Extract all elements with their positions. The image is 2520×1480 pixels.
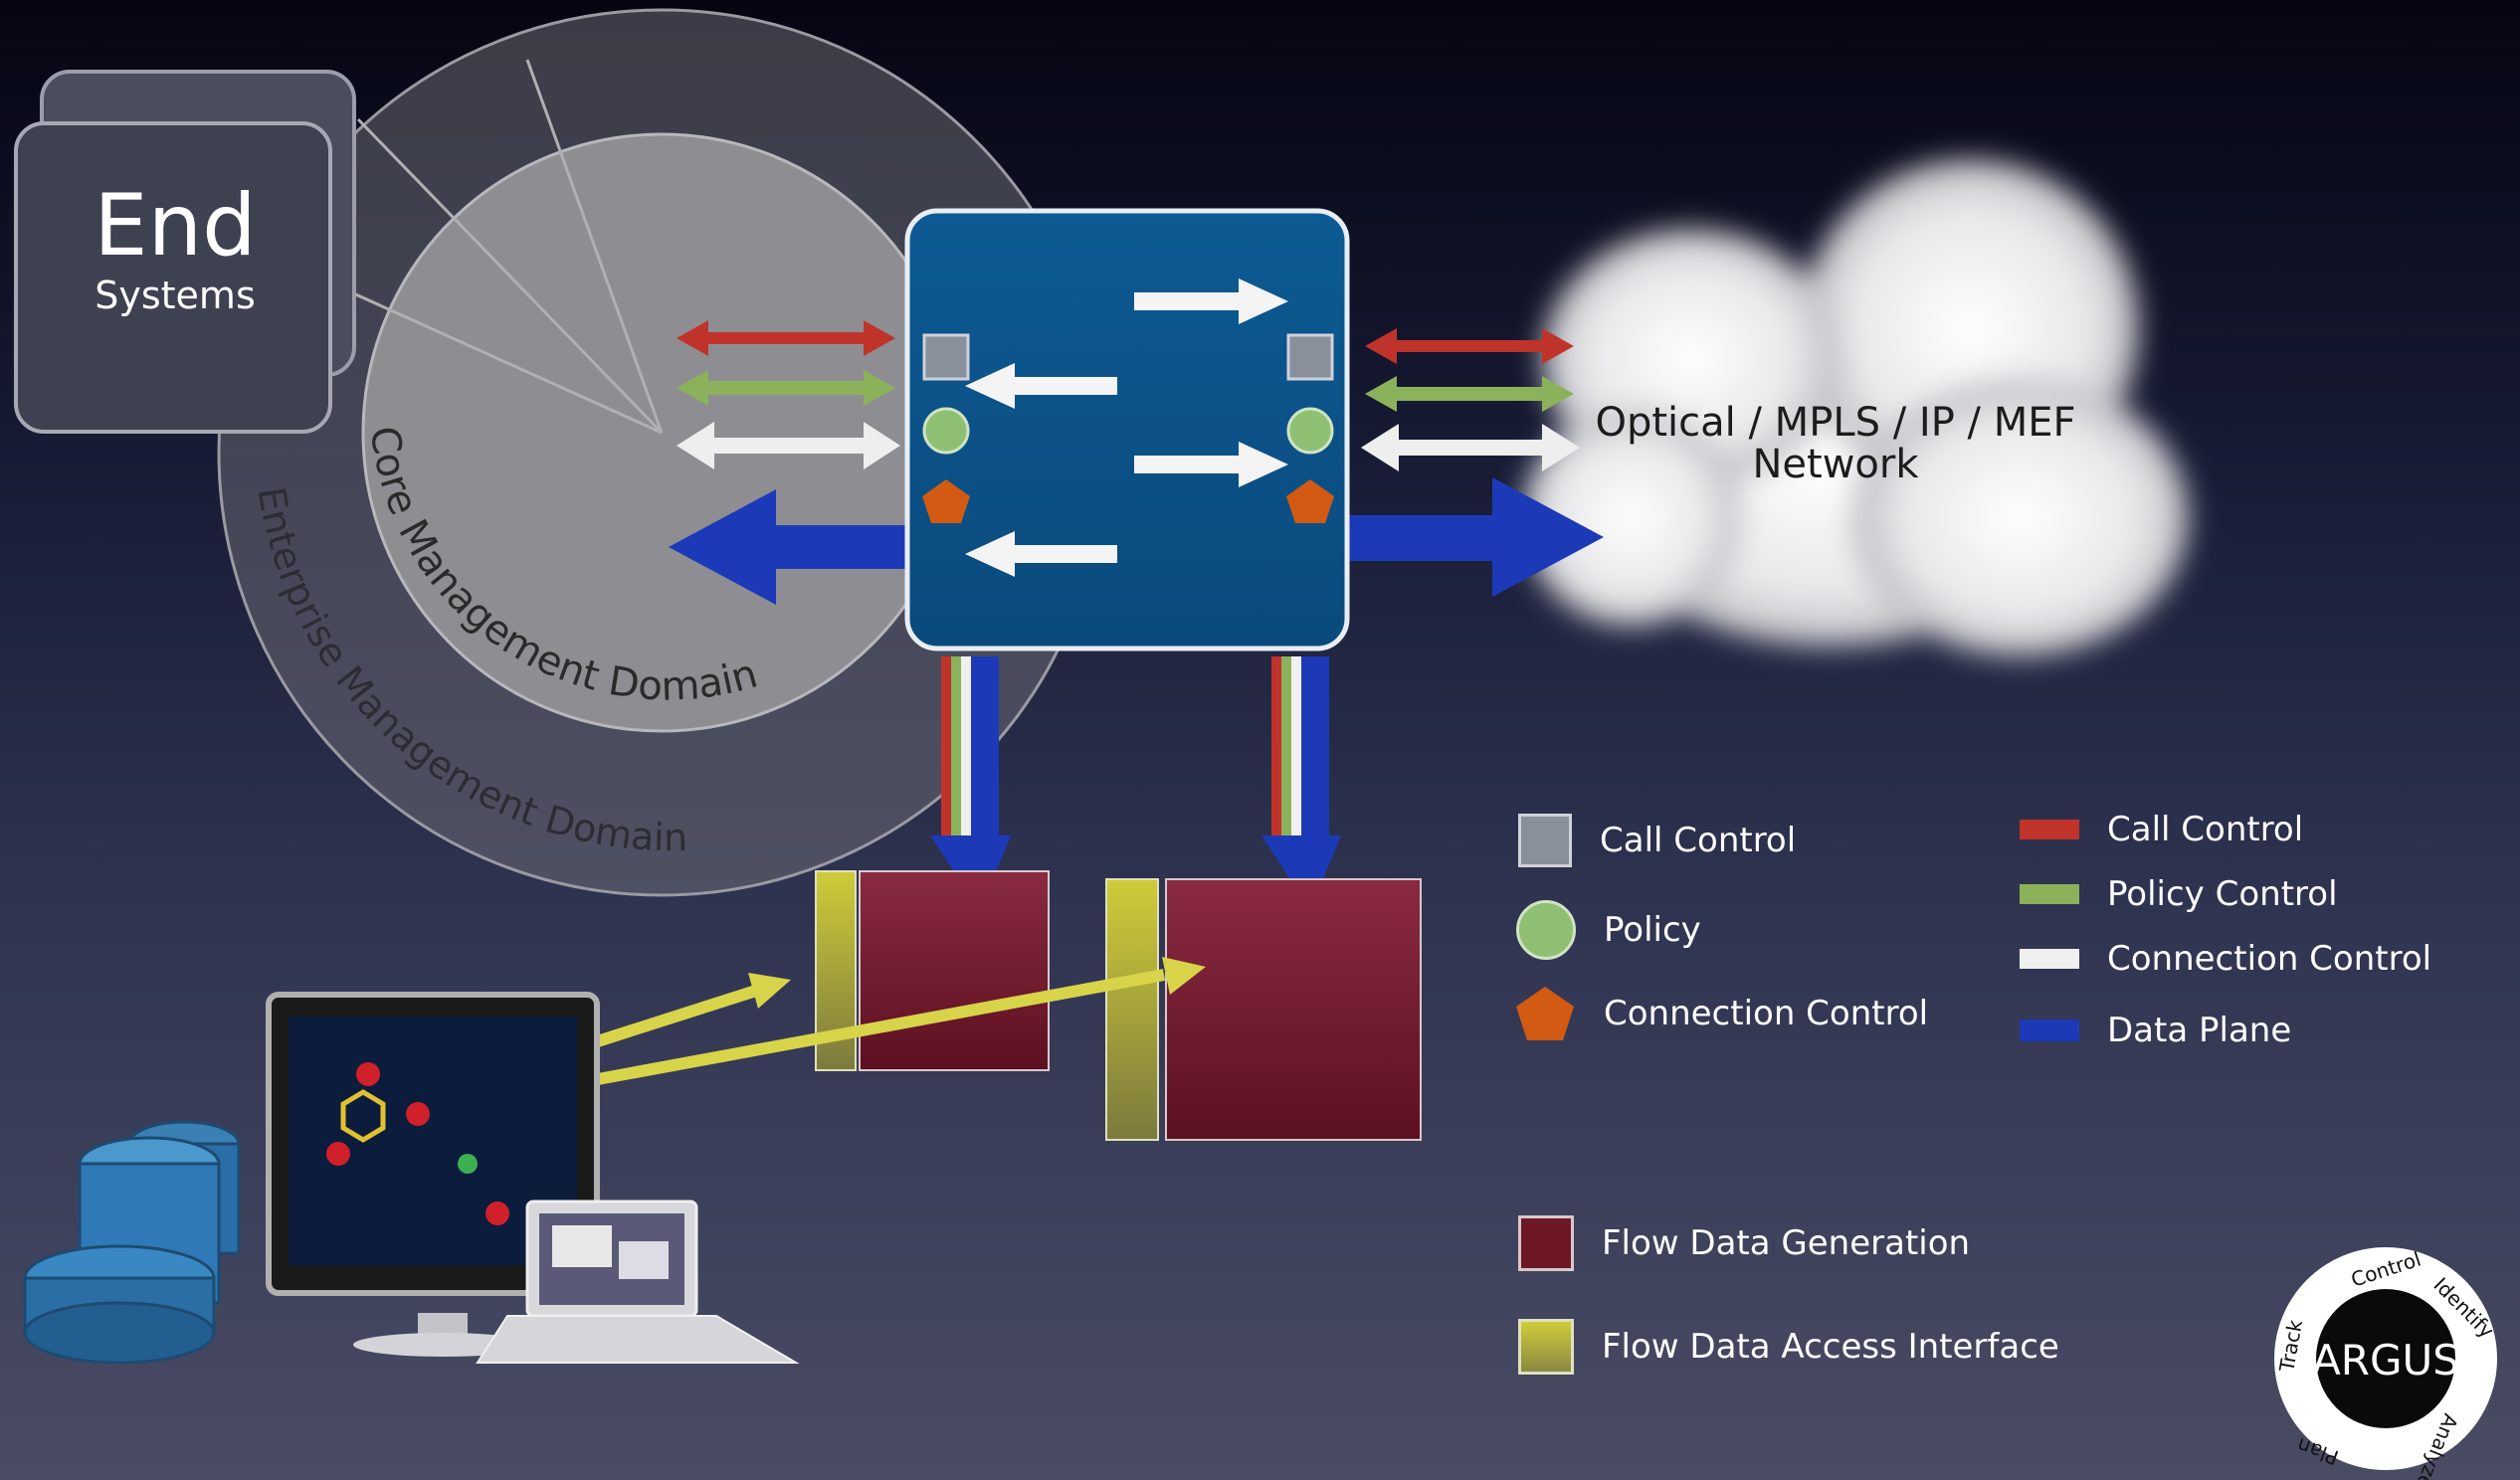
left-connection-pentagon-icon bbox=[922, 479, 970, 523]
network-label-line2: Network bbox=[1752, 442, 1919, 487]
legend-data-plane-line: Data Plane bbox=[2020, 1011, 2291, 1050]
end-systems-subtitle: Systems bbox=[95, 274, 256, 317]
right-connection-control-arrow bbox=[1361, 424, 1580, 471]
left-data-plane-arrow bbox=[669, 489, 915, 605]
maroon-square-icon bbox=[1518, 1215, 1574, 1271]
green-line-swatch bbox=[2020, 884, 2079, 904]
pentagon-icon bbox=[1516, 987, 1574, 1040]
legend-policy-shape: Policy bbox=[1516, 900, 1701, 960]
switch-box bbox=[904, 208, 1350, 651]
right-connection-pentagon-icon bbox=[1286, 479, 1334, 523]
left-down-flow-arrow bbox=[930, 656, 1011, 910]
yellow-square-icon bbox=[1518, 1319, 1574, 1375]
left-policy-control-arrow bbox=[677, 370, 895, 406]
legend-call-control-line: Call Control bbox=[2020, 810, 2303, 849]
white-line-swatch bbox=[2020, 949, 2079, 969]
right-down-flow-arrow bbox=[1261, 656, 1341, 910]
legend-connection-control-line: Connection Control bbox=[2020, 939, 2431, 979]
end-systems-title: End bbox=[94, 176, 256, 276]
laptop-icon bbox=[476, 1200, 800, 1364]
legend-flow-generation: Flow Data Generation bbox=[1518, 1215, 1970, 1271]
argus-label: ARGUS bbox=[2312, 1336, 2459, 1385]
left-call-control-square-icon bbox=[922, 333, 970, 381]
right-policy-control-arrow bbox=[1365, 376, 1574, 412]
flow-box-left bbox=[815, 870, 1050, 1071]
right-call-control-arrow bbox=[1365, 328, 1574, 364]
red-line-swatch bbox=[2020, 820, 2079, 839]
monitor-icon bbox=[266, 992, 600, 1357]
end-systems-box: End Systems bbox=[14, 70, 356, 434]
legend-call-control-shape: Call Control bbox=[1518, 814, 1796, 867]
network-label-line1: Optical / MPLS / IP / MEF bbox=[1595, 400, 2075, 446]
left-call-control-arrow bbox=[677, 320, 895, 356]
legend-connection-shape: Connection Control bbox=[1514, 985, 1928, 1042]
left-connection-control-arrow bbox=[677, 422, 900, 469]
circle-icon bbox=[1516, 900, 1576, 960]
left-policy-circle-icon bbox=[922, 407, 970, 455]
legend-policy-control-line: Policy Control bbox=[2020, 874, 2338, 914]
legend-flow-access: Flow Data Access Interface bbox=[1518, 1319, 2059, 1375]
blue-line-swatch bbox=[2020, 1019, 2079, 1041]
flow-box-right bbox=[1105, 878, 1422, 1141]
network-cloud bbox=[1522, 159, 2189, 656]
right-call-control-square-icon bbox=[1286, 333, 1334, 381]
argus-cycle: ARGUS Control Identify Analyze Plan Trac… bbox=[2274, 1247, 2499, 1480]
storage-icon bbox=[23, 1120, 241, 1365]
right-data-plane-arrow bbox=[1343, 477, 1604, 597]
right-policy-circle-icon bbox=[1286, 407, 1334, 455]
square-icon bbox=[1518, 814, 1572, 867]
